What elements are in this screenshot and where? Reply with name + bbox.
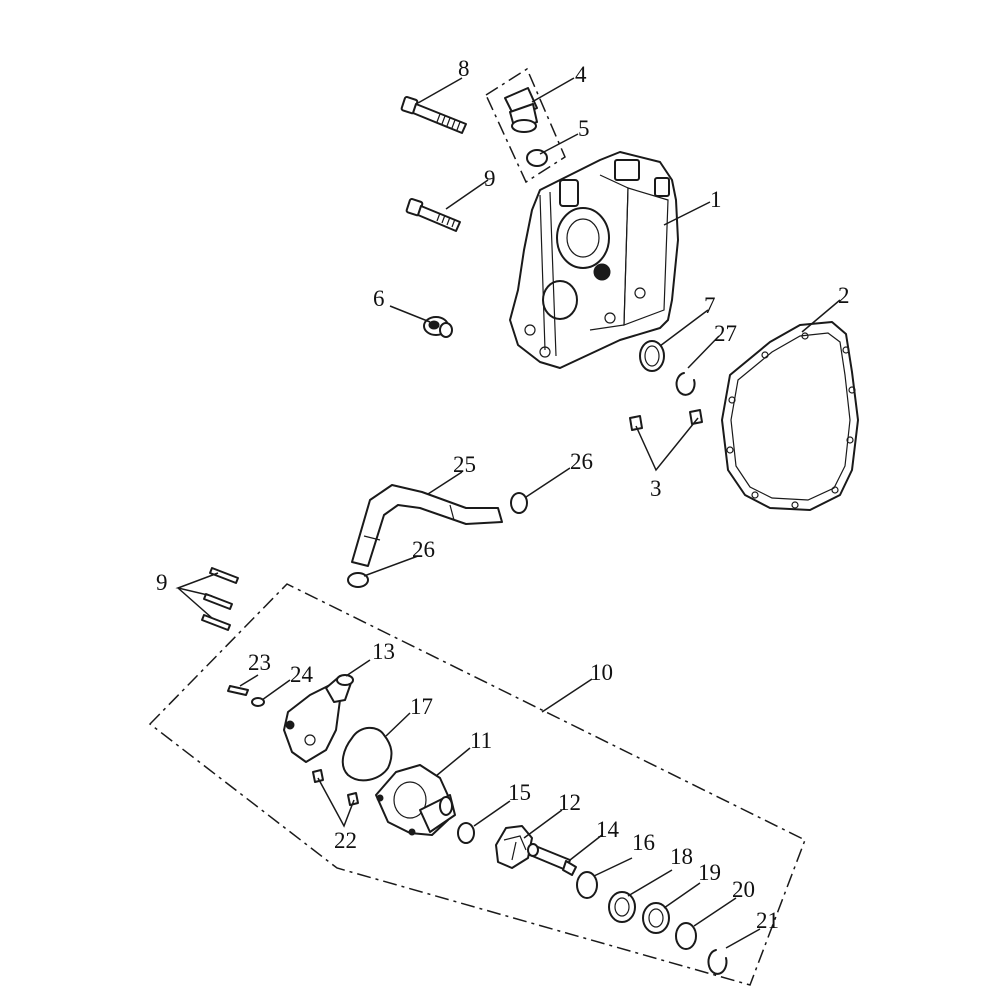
circlip-27 xyxy=(675,372,696,396)
callout-9-left: 9 xyxy=(156,570,168,595)
oil-filler-cap xyxy=(504,87,538,133)
oil-seal-20 xyxy=(675,922,697,950)
callout-22: 22 xyxy=(334,828,357,853)
callout-27: 27 xyxy=(714,321,737,346)
callout-13: 13 xyxy=(372,639,395,664)
callout-1: 1 xyxy=(710,187,722,212)
callout-26-lower: 26 xyxy=(412,537,435,562)
leader-lines xyxy=(175,77,841,949)
washer-24 xyxy=(251,697,265,707)
impeller xyxy=(495,825,533,869)
crankcase-cover xyxy=(509,151,679,369)
mechanical-seal xyxy=(576,871,598,899)
bolt-medium xyxy=(405,198,461,232)
callout-25: 25 xyxy=(453,452,476,477)
bearing-19 xyxy=(642,902,670,934)
callout-6: 6 xyxy=(373,286,385,311)
callout-8: 8 xyxy=(458,56,470,81)
circlip-21 xyxy=(707,949,728,975)
callout-17: 17 xyxy=(410,694,433,719)
callout-9-top: 9 xyxy=(484,166,496,191)
callout-7: 7 xyxy=(704,293,716,318)
callout-20: 20 xyxy=(732,877,755,902)
callout-21: 21 xyxy=(756,908,779,933)
screw-23 xyxy=(227,685,249,696)
callout-10: 10 xyxy=(590,660,613,685)
callout-5: 5 xyxy=(578,116,590,141)
thermostat-housing xyxy=(283,674,354,763)
bolts-set-left xyxy=(201,567,239,631)
hose-clip-lower xyxy=(347,572,369,588)
dowel-pins xyxy=(629,409,703,431)
water-pump-cover xyxy=(375,764,456,836)
callout-15: 15 xyxy=(508,780,531,805)
drain-plug xyxy=(423,316,453,338)
cover-gasket xyxy=(721,321,859,511)
o-ring-filler xyxy=(526,149,548,167)
pump-dowel-pins xyxy=(312,769,359,806)
callout-14: 14 xyxy=(596,817,620,842)
hose-clip-upper xyxy=(510,492,528,514)
callout-3: 3 xyxy=(650,476,662,501)
coolant-hose xyxy=(351,484,503,567)
oil-seal xyxy=(639,340,665,372)
callout-2: 2 xyxy=(838,283,850,308)
water-pump-group-frame xyxy=(148,583,806,986)
callout-12: 12 xyxy=(558,790,581,815)
callout-4: 4 xyxy=(575,62,587,87)
pump-shaft xyxy=(527,843,577,876)
bolt-long xyxy=(400,96,467,134)
callout-23: 23 xyxy=(248,650,271,675)
pump-gasket xyxy=(341,726,393,782)
callout-19: 19 xyxy=(698,860,721,885)
oil-filler-group-frame xyxy=(485,67,566,184)
callout-11: 11 xyxy=(470,728,492,753)
callout-24: 24 xyxy=(290,662,314,687)
callout-26-upper: 26 xyxy=(570,449,593,474)
o-ring-15 xyxy=(457,822,475,844)
bearing-18 xyxy=(608,891,636,923)
callout-16: 16 xyxy=(632,830,655,855)
callout-numbers: 1 2 3 4 5 6 7 8 9 9 10 11 12 13 14 15 16… xyxy=(156,56,850,933)
callout-18: 18 xyxy=(670,844,693,869)
